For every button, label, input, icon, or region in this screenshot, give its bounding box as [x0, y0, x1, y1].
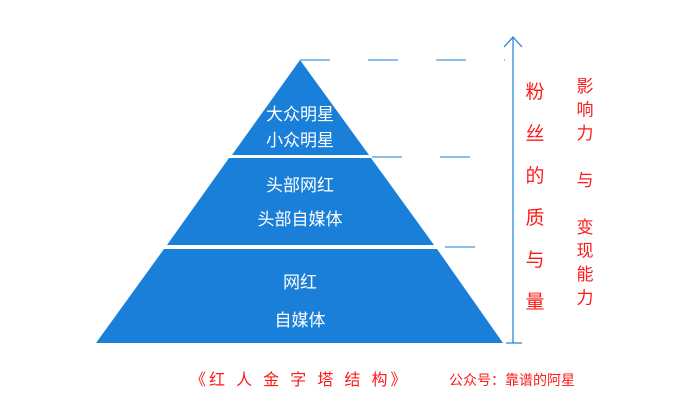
tier-top-line1: 大众明星: [266, 105, 334, 125]
caption-credit: 公众号：靠谱的阿星: [449, 373, 575, 389]
axis-label-char: 丝: [525, 123, 544, 145]
axis-label-char: 与: [525, 249, 544, 271]
axis-label-char: 变: [577, 218, 594, 238]
axis-label-char: 现: [577, 242, 594, 262]
axis-label-char: 响: [577, 101, 594, 121]
axis-label-char: 的: [525, 165, 544, 187]
vertical-axis-arrow: [503, 36, 523, 344]
axis-label-char: 与: [577, 171, 594, 191]
tier-bottom-line1: 网红: [283, 273, 317, 293]
axis-label-char: 粉: [525, 81, 544, 103]
axis-label-char: 能: [577, 265, 594, 285]
tier-top-line2: 小众明星: [266, 131, 334, 151]
axis-label-char: 力: [577, 289, 594, 309]
tier-bottom-line2: 自媒体: [275, 311, 326, 331]
tier-middle-line1: 头部网红: [266, 176, 334, 196]
axis-label-char: 影: [577, 77, 594, 97]
axis-label-char: 量: [525, 291, 544, 313]
pyramid-tier-top: [232, 60, 369, 155]
pyramid-tier-middle: [167, 158, 434, 245]
pyramid-tier-bottom: [96, 249, 503, 343]
tier-middle-line2: 头部自媒体: [258, 210, 343, 230]
caption-title: 《红 人 金 字 塔 结 构》: [190, 370, 410, 389]
axis-label-char: 力: [577, 124, 594, 144]
axis-label-char: 质: [525, 207, 544, 229]
